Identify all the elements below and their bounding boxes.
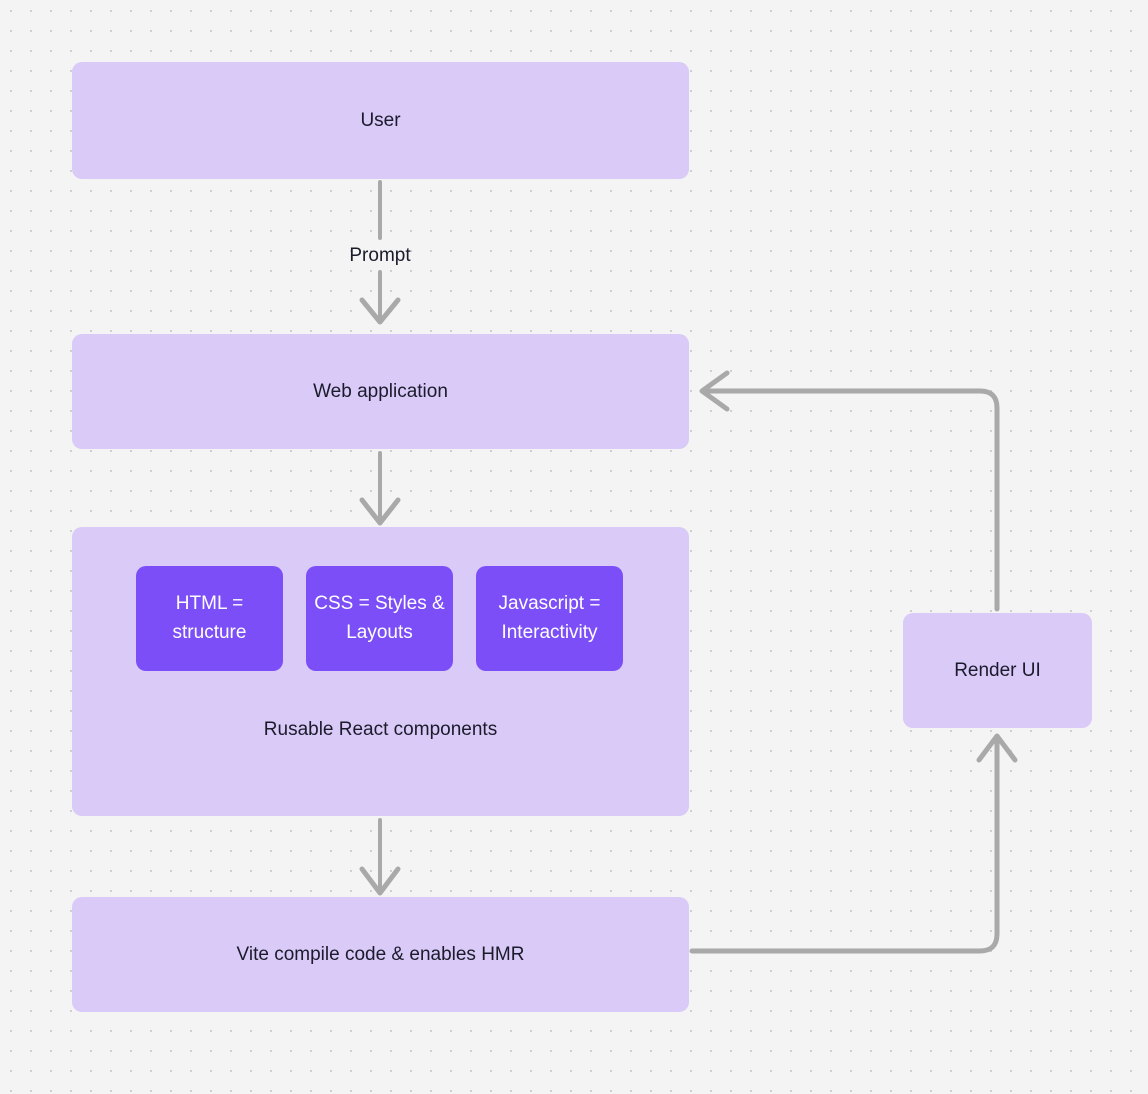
chip-css-label: CSS = Styles & Layouts (314, 593, 445, 643)
node-vite[interactable]: Vite compile code & enables HMR (72, 897, 689, 1012)
arrowhead-up-icon (976, 733, 1018, 763)
react-chip-group: HTML = structure CSS = Styles & Layouts … (136, 566, 624, 671)
node-web-application[interactable]: Web application (72, 334, 689, 449)
node-web-application-label: Web application (313, 380, 448, 402)
edge-vite-to-render (689, 733, 1018, 954)
node-user-label: User (360, 109, 401, 131)
chip-javascript-label: Javascript = Interactivity (498, 593, 601, 643)
edge-react-to-vite (359, 818, 401, 896)
node-vite-label: Vite compile code & enables HMR (236, 943, 525, 965)
chip-html-label: HTML = structure (172, 593, 247, 643)
arrowhead-down-icon (359, 866, 401, 896)
chip-css[interactable]: CSS = Styles & Layouts (306, 566, 453, 671)
chip-javascript[interactable]: Javascript = Interactivity (476, 566, 623, 671)
edge-webapp-to-react (359, 451, 401, 526)
edge-label-prompt: Prompt (349, 245, 411, 266)
node-user[interactable]: User (72, 62, 689, 179)
edge-render-to-webapp (699, 370, 1000, 612)
arrowhead-down-icon (359, 497, 401, 526)
arrowhead-down-icon (359, 297, 401, 325)
node-react-components[interactable]: HTML = structure CSS = Styles & Layouts … (72, 527, 689, 816)
node-render-ui[interactable]: Render UI (903, 613, 1092, 728)
node-react-components-caption: Rusable React components (263, 719, 498, 740)
chip-html[interactable]: HTML = structure (136, 566, 283, 671)
arrowhead-left-icon (699, 370, 730, 412)
node-render-ui-label: Render UI (954, 659, 1041, 681)
